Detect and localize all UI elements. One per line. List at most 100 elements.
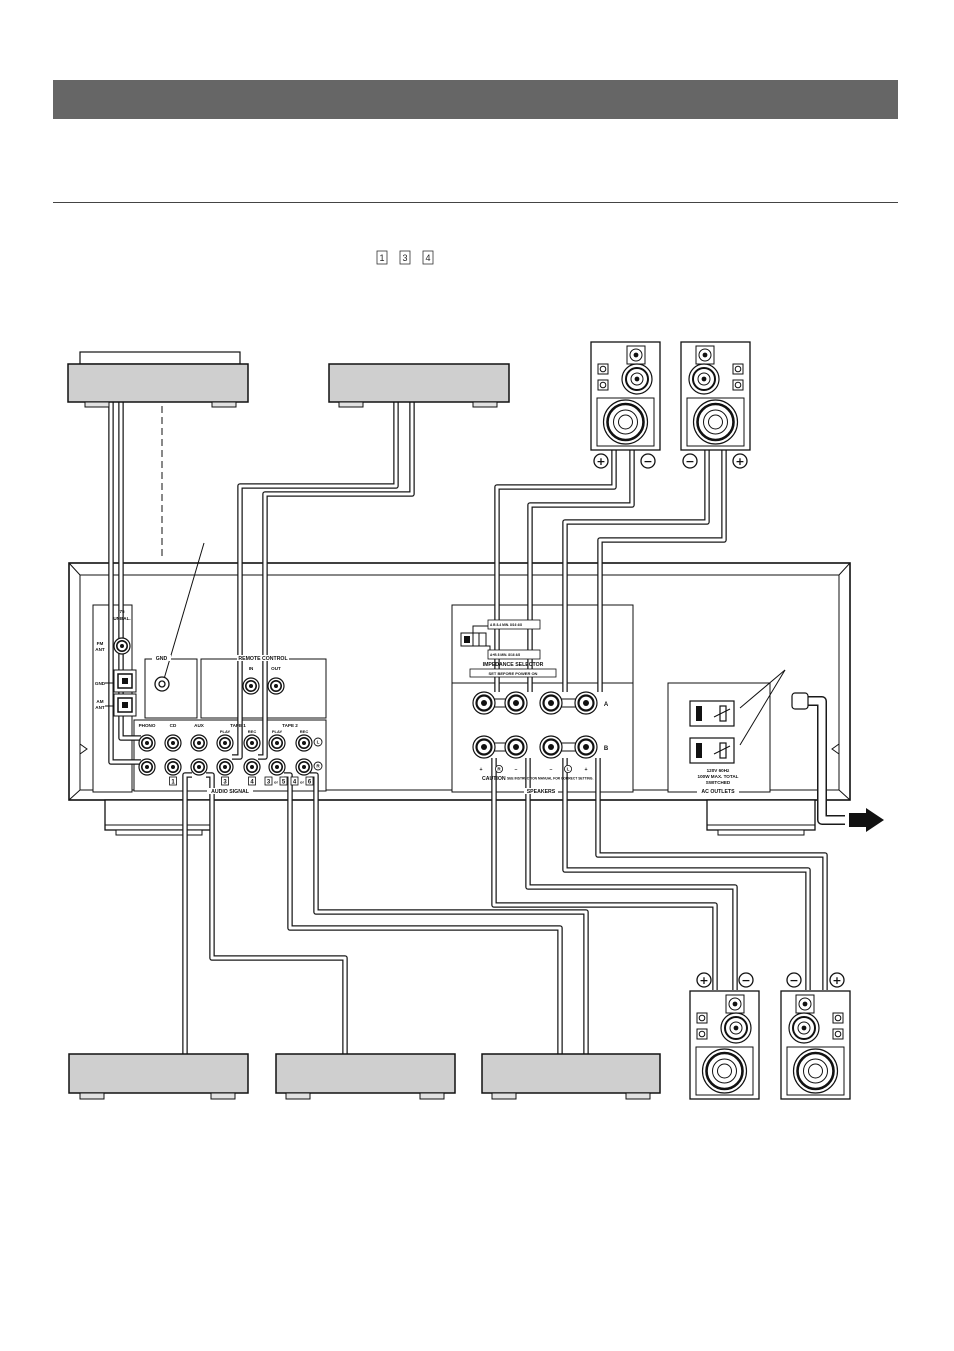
step-ref-4: 4 <box>422 250 434 265</box>
ac-spec-line2: 100W MAX. TOTAL <box>698 774 739 779</box>
outlet-pointer-1 <box>739 669 786 709</box>
polarity-l-marker: L <box>567 767 570 772</box>
speaker-b-right-minus: − <box>738 972 754 988</box>
remote-out-label: OUT <box>271 666 281 671</box>
source-device-bottom-1 <box>68 1053 249 1100</box>
cable-core <box>563 758 810 990</box>
cable-core <box>258 402 414 759</box>
fm-antenna-jack <box>113 637 131 655</box>
speaker-a-left <box>679 340 752 452</box>
tape-deck-top <box>328 363 510 408</box>
ac-outlet-2 <box>689 737 735 764</box>
amplifier-foot-right <box>706 799 816 836</box>
speaker-b-left-minus: − <box>786 972 802 988</box>
header-bar <box>53 80 898 119</box>
speaker-b-right-plus: + <box>696 972 712 988</box>
antenna-gnd-label: GND <box>95 681 106 686</box>
impedance-selector-label: IMPEDANCE SELECTOR <box>483 662 544 668</box>
antenna-gnd-terminal <box>113 669 137 693</box>
power-arrow-icon <box>849 808 884 832</box>
ac-spec-line1: 120V 60Hz <box>707 768 730 773</box>
step-ref-3-label: 3 <box>402 253 407 263</box>
tape2-rec-jack-left <box>295 734 313 752</box>
step-ref-4-label: 4 <box>425 253 430 263</box>
tape2-play-jack-right <box>268 758 286 776</box>
tape2-label: TAPE 2 <box>282 723 298 728</box>
remote-out-jack <box>267 677 285 695</box>
speaker-a-left-minus: − <box>682 453 698 469</box>
speaker-a-right-minus: − <box>640 453 656 469</box>
step-ref-1-label: 1 <box>379 253 384 263</box>
terminal-a-r-plus <box>471 690 497 716</box>
cable-core <box>183 773 192 1054</box>
tape2-rec-jack-right <box>295 758 313 776</box>
speaker-a-left-plus: + <box>732 453 748 469</box>
polarity-r-marker: R <box>497 767 501 772</box>
tape2-rec-ref-or: or <box>300 780 304 785</box>
aux-jack-left <box>190 734 208 752</box>
channel-r-marker: R <box>313 761 323 771</box>
tape2-play-ref-b: 5 <box>282 780 286 786</box>
cable-core <box>206 773 347 1054</box>
terminal-a-r-minus <box>503 690 529 716</box>
terminal-b-r-minus <box>503 734 529 760</box>
ac-spec-line3: SWITCHED <box>706 780 731 785</box>
cable-core <box>596 758 827 990</box>
cable-core <box>310 773 588 1054</box>
polarity-l-minus: – <box>550 767 553 773</box>
cd-jack-left <box>164 734 182 752</box>
cable-core <box>284 773 562 1054</box>
polarity-symbol: + <box>699 974 708 987</box>
tape2-rec-ref-b: 6 <box>308 780 312 786</box>
am-label-line2: ANT <box>95 705 105 710</box>
speaker-a-right-plus: + <box>593 453 609 469</box>
gnd-terminal-label: GND <box>156 656 168 662</box>
cables <box>108 402 828 1054</box>
amplifier-foot-left <box>104 799 214 836</box>
impedance-setting-2: A+B 8 MIN. 8/16 4/8 <box>490 653 520 657</box>
aux-label: AUX <box>194 723 205 728</box>
speakers-label: SPEAKERS <box>527 789 556 795</box>
cd-jack-right <box>164 758 182 776</box>
tape1-rec-jack-left <box>243 734 261 752</box>
tape1-play-jack-left <box>216 734 234 752</box>
tape2-rec-label: REC <box>300 729 309 734</box>
cd-ref-label: 1 <box>171 780 175 786</box>
cd-label: CD <box>170 723 177 728</box>
cable-core <box>492 758 717 990</box>
tape1-rec-jack-right <box>243 758 261 776</box>
remote-control-label: REMOTE CONTROL <box>238 656 288 662</box>
tape1-rec-ref-box: 4 <box>248 776 256 786</box>
caution-text: SEE INSTRUCTION MANUAL FOR CORRECT SETTI… <box>507 777 593 781</box>
tape2-play-ref-or: or <box>274 780 278 785</box>
remote-in-label: IN <box>249 666 254 671</box>
terminal-b-l-plus <box>573 734 599 760</box>
antenna-unbal-line2: UNBAL. <box>113 616 130 621</box>
polarity-l-plus: + <box>584 767 587 773</box>
polarity-r-plus: + <box>479 767 482 773</box>
tape2-play-ref: 3 or 5 <box>264 776 288 786</box>
tape2-play-label: PLAY <box>272 729 283 734</box>
power-cord <box>791 692 884 832</box>
tape1-label: TAPE 1 <box>230 723 246 728</box>
polarity-symbol: − <box>789 974 798 987</box>
cable-core <box>526 758 737 990</box>
step-ref-3: 3 <box>399 250 411 265</box>
polarity-symbol: − <box>741 974 750 987</box>
speaker-b-left <box>779 989 852 1101</box>
speaker-b-left-plus: + <box>829 972 845 988</box>
impedance-note: SET BEFORE POWER ON <box>489 671 538 676</box>
tape2-rec-ref-a: 4 <box>293 780 297 786</box>
tape2-rec-ref: 4 or 6 <box>290 776 314 786</box>
cable-core <box>119 402 141 740</box>
terminal-a-l-plus <box>573 690 599 716</box>
polarity-symbol: + <box>832 974 841 987</box>
tape2-play-ref-a: 3 <box>267 780 271 786</box>
channel-l-label: L <box>317 740 320 745</box>
audio-signal-label: AUDIO SIGNAL <box>211 789 250 795</box>
row-a-label: A <box>604 702 609 708</box>
polarity-symbol: − <box>643 455 652 468</box>
tape1-play-ref-box: 3 <box>221 776 229 786</box>
tape1-rec-label: REC <box>248 729 257 734</box>
